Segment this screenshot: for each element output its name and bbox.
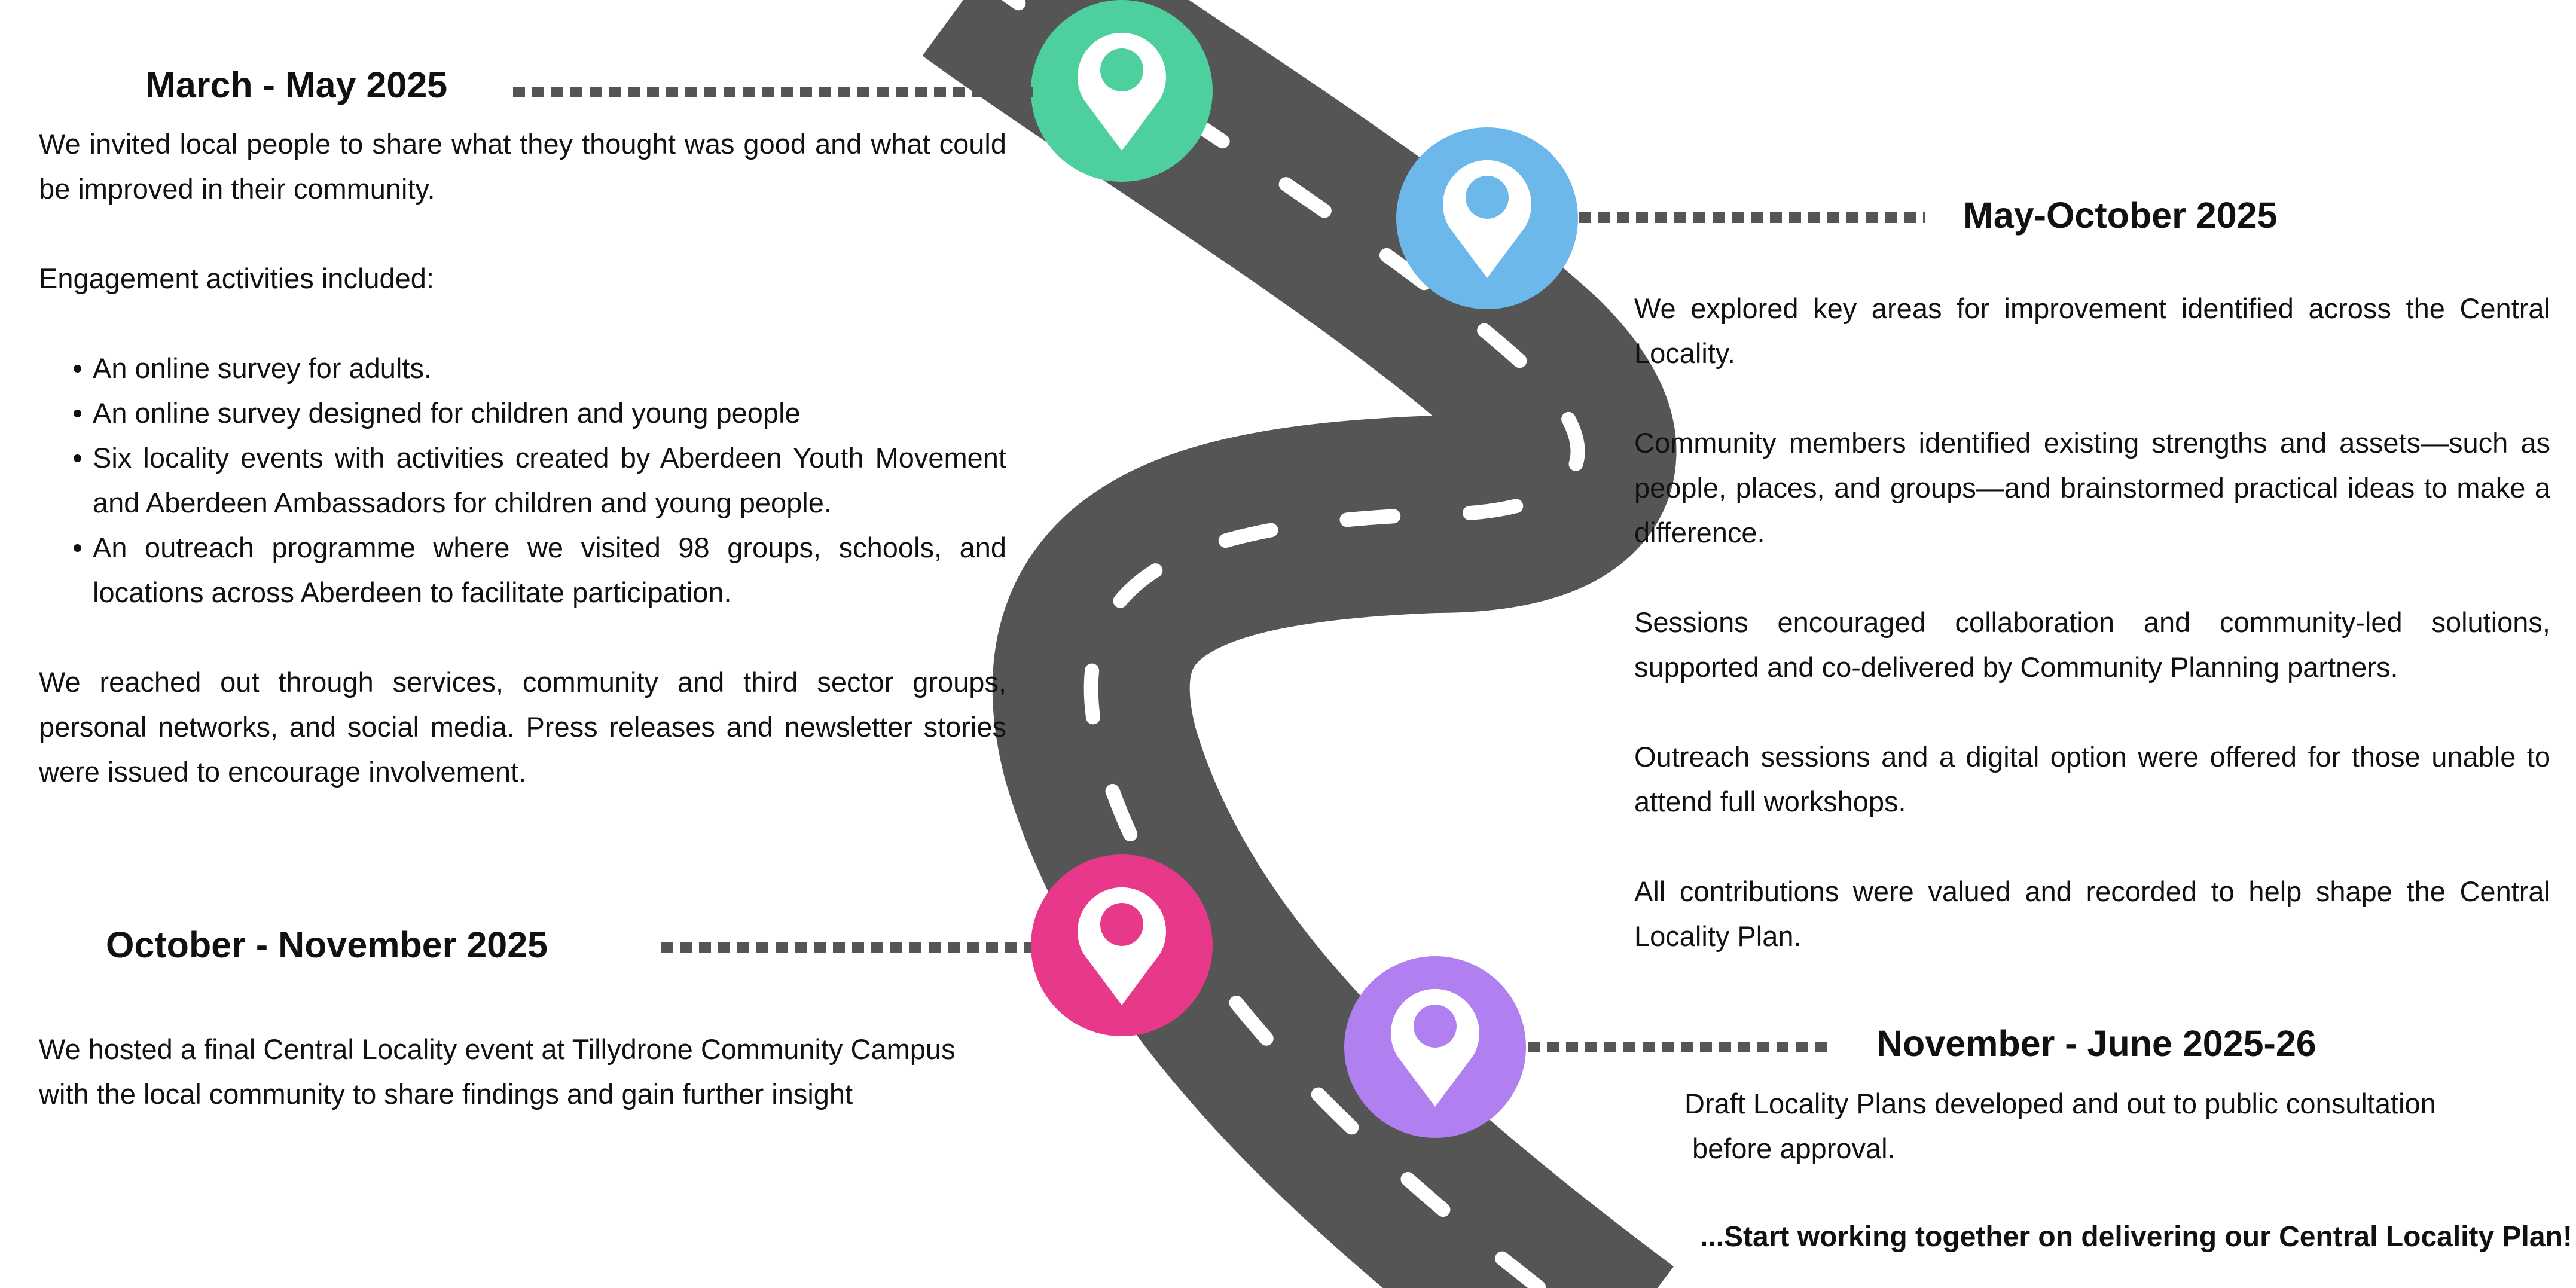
stage-2-paragraph: All contributions were valued and record… — [1634, 875, 2550, 952]
location-pin-icon — [1031, 0, 1213, 182]
stage-3-paragraph: We hosted a final Central Locality event… — [39, 1033, 956, 1110]
stage-1-text: We invited local people to share what th… — [39, 121, 1006, 794]
stage-3-connector — [661, 942, 1031, 953]
stage-2-paragraph: We explored key areas for improvement id… — [1634, 292, 2550, 369]
stage-1-title: March - May 2025 — [145, 65, 448, 105]
stage-2-connector — [1579, 212, 1925, 223]
stage-3-title: October - November 2025 — [106, 924, 548, 965]
stage-4-text: Draft Locality Plans developed and out t… — [1684, 1081, 2522, 1171]
stage-1-activity-list: An online survey for adults. An online s… — [39, 346, 1006, 615]
stage-4-line: Draft Locality Plans developed and out t… — [1684, 1088, 2436, 1119]
location-pin-icon — [1344, 956, 1526, 1138]
stage-4-line: before approval. — [1692, 1133, 1896, 1164]
list-item: An online survey for adults. — [39, 346, 1006, 390]
list-item: An online survey designed for children a… — [39, 390, 1006, 435]
stage-1-intro: We invited local people to share what th… — [39, 128, 1006, 205]
stage-2-text: We explored key areas for improvement id… — [1634, 286, 2550, 959]
location-pin-icon — [1396, 127, 1578, 309]
stage-2-title: May-October 2025 — [1963, 195, 2278, 236]
list-item: An outreach programme where we visited 9… — [39, 525, 1006, 615]
stage-1-connector — [513, 87, 1033, 97]
stage-2-paragraph: Community members identified existing st… — [1634, 427, 2550, 548]
location-pin-icon — [1031, 854, 1213, 1036]
stage-4-title: November - June 2025-26 — [1876, 1023, 2316, 1064]
stage-3-text: We hosted a final Central Locality event… — [39, 1027, 1006, 1116]
list-item: Six locality events with activities crea… — [39, 435, 1006, 525]
stage-1-outro: We reached out through services, communi… — [39, 666, 1006, 788]
road-center-markings — [1002, 0, 1585, 1288]
stage-2-paragraph: Outreach sessions and a digital option w… — [1634, 741, 2550, 817]
stage-4-connector — [1528, 1042, 1833, 1052]
stage-1-activities-heading: Engagement activities included: — [39, 263, 435, 294]
stage-2-paragraph: Sessions encouraged collaboration and co… — [1634, 606, 2550, 683]
closing-statement: ...Start working together on delivering … — [1700, 1221, 2572, 1253]
